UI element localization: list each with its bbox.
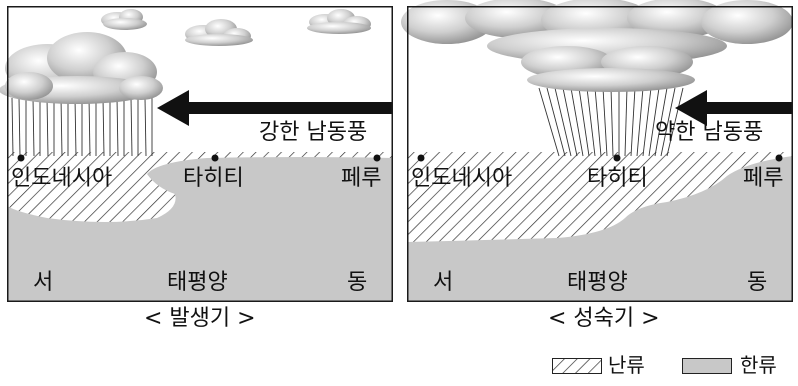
- wind-arrow-weak: [675, 90, 793, 126]
- small-clouds: [101, 9, 371, 46]
- wind-label: 강한 남동풍: [259, 120, 368, 145]
- legend-warm-label: 난류: [608, 353, 645, 377]
- indonesia-dot: [417, 154, 425, 162]
- location-peru: 페루: [743, 166, 784, 191]
- peru-dot: [775, 154, 783, 162]
- location-tahiti: 타히티: [587, 166, 648, 191]
- panel-frame: [407, 6, 793, 302]
- rain-streaks: [538, 87, 684, 157]
- west-label: 서: [33, 270, 54, 295]
- rain-cloud: [401, 0, 793, 92]
- caption-mature: < 성숙기 >: [548, 306, 660, 331]
- mature-diagram: [401, 0, 793, 302]
- location-indonesia: 인도네시아: [411, 166, 513, 191]
- peru-dot: [373, 154, 381, 162]
- east-label: 동: [747, 270, 768, 295]
- location-indonesia: 인도네시아: [11, 166, 113, 191]
- panel-frame: [7, 6, 393, 302]
- location-peru: 페루: [341, 166, 382, 191]
- tahiti-dot: [211, 154, 219, 162]
- warm-current-area: [407, 152, 793, 242]
- legend-cold-swatch: [682, 358, 732, 374]
- rain-streaks: [11, 97, 153, 157]
- location-tahiti: 타히티: [183, 166, 244, 191]
- ocean-label: 태평양: [567, 270, 628, 295]
- rain-cloud: [0, 32, 163, 104]
- wind-arrow-strong: [157, 90, 393, 126]
- onset-diagram: [0, 6, 393, 302]
- ocean-label: 태평양: [167, 270, 228, 295]
- tahiti-dot: [613, 154, 621, 162]
- legend-warm-swatch: [552, 358, 602, 374]
- panel-mature: 약한 남동풍 인도네시아 타히티 페루 서 태평양 동: [401, 0, 793, 302]
- wind-label: 약한 남동풍: [655, 120, 764, 145]
- east-label: 동: [347, 270, 368, 295]
- warm-current-area: [7, 152, 393, 222]
- caption-onset: < 발생기 >: [144, 306, 256, 331]
- legend-cold-label: 한류: [740, 353, 777, 377]
- west-label: 서: [433, 270, 454, 295]
- panel-onset: 강한 남동풍 인도네시아 타히티 페루 서 태평양 동: [0, 6, 393, 302]
- indonesia-dot: [17, 154, 25, 162]
